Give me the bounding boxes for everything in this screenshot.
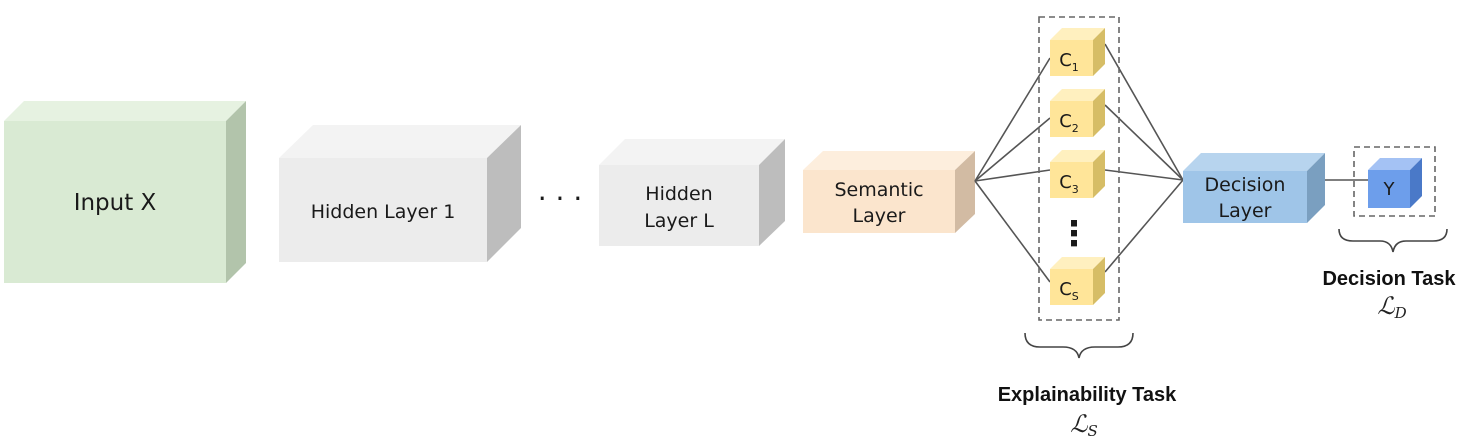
semantic-layer-top bbox=[803, 151, 975, 170]
hidden-layer-1-side bbox=[487, 125, 521, 262]
concept-c2-front bbox=[1050, 101, 1093, 137]
decision-layer-block: Decision Layer bbox=[1183, 153, 1325, 223]
hidden-layer-l-block: Hidden Layer L bbox=[599, 139, 785, 246]
semantic-layer-label-line2: Layer bbox=[853, 205, 906, 227]
explainability-task-title: Explainability Task bbox=[998, 384, 1177, 406]
output-y-front bbox=[1368, 170, 1410, 208]
concept-cs-letter: C bbox=[1059, 279, 1072, 300]
hidden-layer-l-side bbox=[759, 139, 785, 246]
concept-c2: C2 bbox=[1050, 89, 1105, 137]
explainability-loss-subscript: S bbox=[1088, 422, 1098, 440]
decision-task-title: Decision Task bbox=[1322, 268, 1456, 290]
decision-brace bbox=[1338, 228, 1448, 253]
edge-cs-decision bbox=[1104, 179, 1184, 273]
semantic-layer-block: Semantic Layer bbox=[803, 151, 975, 233]
concept-vdots: ⋮ bbox=[1057, 214, 1091, 254]
concept-group-box bbox=[1038, 16, 1120, 321]
edge-c2-decision bbox=[1104, 104, 1184, 181]
edge-c3-decision bbox=[1104, 169, 1184, 181]
concept-c2-subscript: 2 bbox=[1072, 122, 1079, 135]
concept-cs-front bbox=[1050, 269, 1093, 305]
concept-c3-side bbox=[1093, 150, 1105, 198]
hidden-layer-l-top bbox=[599, 139, 785, 165]
concept-c3-letter: C bbox=[1059, 172, 1072, 193]
concept-connections bbox=[974, 43, 1368, 283]
hidden-layer-1-top bbox=[279, 125, 521, 158]
hidden-layer-1-front bbox=[279, 158, 487, 262]
input-block: Input X bbox=[4, 101, 246, 283]
input-block-front bbox=[4, 121, 226, 283]
semantic-layer-label-line1: Semantic bbox=[834, 179, 923, 201]
layer-ellipsis: · · · bbox=[538, 182, 583, 215]
edge-semantic-c1 bbox=[974, 57, 1051, 182]
concept-c3-subscript: 3 bbox=[1072, 183, 1079, 196]
concept-c2-label: C2 bbox=[1059, 111, 1079, 135]
semantic-layer-front bbox=[803, 170, 955, 233]
concept-cs-subscript: S bbox=[1072, 290, 1079, 303]
concept-c1-subscript: 1 bbox=[1072, 61, 1079, 74]
output-y-side bbox=[1410, 158, 1422, 208]
hidden-layer-l-label-line1: Hidden bbox=[645, 183, 712, 205]
decision-loss-symbol: ℒ bbox=[1377, 292, 1395, 320]
hidden-layer-l-label-line2: Layer L bbox=[644, 210, 714, 232]
edge-semantic-c3 bbox=[974, 169, 1051, 182]
concept-cs-top bbox=[1050, 257, 1105, 269]
output-y-top bbox=[1368, 158, 1422, 170]
concept-c1-label: C1 bbox=[1059, 50, 1079, 74]
input-block-top bbox=[4, 101, 246, 121]
concept-c1-front bbox=[1050, 40, 1093, 76]
edge-semantic-cs bbox=[974, 180, 1051, 283]
decision-layer-top bbox=[1183, 153, 1325, 171]
concept-c1-letter: C bbox=[1059, 50, 1072, 71]
concept-c1: C1 bbox=[1050, 28, 1105, 76]
explainability-brace bbox=[1024, 332, 1134, 359]
concept-c3-top bbox=[1050, 150, 1105, 162]
concept-c2-side bbox=[1093, 89, 1105, 137]
hidden-layer-1-label: Hidden Layer 1 bbox=[311, 201, 456, 223]
decision-task-loss: ℒD bbox=[1377, 292, 1406, 322]
hidden-layer-l-front bbox=[599, 165, 759, 246]
edge-semantic-c2 bbox=[974, 117, 1051, 182]
output-y: Y bbox=[1368, 158, 1422, 208]
explainability-task-loss: ℒS bbox=[1070, 410, 1098, 440]
concept-cs-side bbox=[1093, 257, 1105, 305]
concept-c1-top bbox=[1050, 28, 1105, 40]
output-group-box bbox=[1353, 146, 1436, 217]
input-block-side bbox=[226, 101, 246, 283]
decision-layer-front bbox=[1183, 171, 1307, 223]
hidden-layer-1-block: Hidden Layer 1 bbox=[279, 125, 521, 262]
explainability-loss-symbol: ℒ bbox=[1070, 410, 1088, 438]
concept-c3-label: C3 bbox=[1059, 172, 1079, 196]
concept-cs-label: CS bbox=[1059, 279, 1079, 303]
output-y-label: Y bbox=[1383, 179, 1396, 200]
decision-layer-label-line1: Decision bbox=[1205, 174, 1286, 196]
input-label: Input X bbox=[74, 190, 157, 216]
concept-c2-letter: C bbox=[1059, 111, 1072, 132]
concept-c1-side bbox=[1093, 28, 1105, 76]
semantic-layer-side bbox=[955, 151, 975, 233]
concept-c3-front bbox=[1050, 162, 1093, 198]
edge-c1-decision bbox=[1104, 43, 1184, 181]
decision-layer-label-line2: Layer bbox=[1219, 200, 1272, 222]
concept-cs: CS bbox=[1050, 257, 1105, 305]
concept-c3: C3 bbox=[1050, 150, 1105, 198]
decision-layer-side bbox=[1307, 153, 1325, 223]
concept-c2-top bbox=[1050, 89, 1105, 101]
decision-loss-subscript: D bbox=[1394, 304, 1407, 322]
